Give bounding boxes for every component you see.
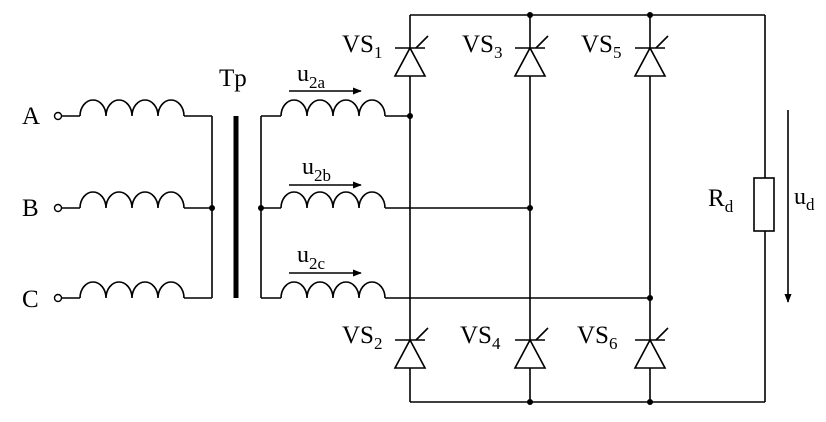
terminal-a xyxy=(53,111,63,121)
thyristor-vs6 xyxy=(633,327,669,369)
secondary-voltage-label-c: u2c xyxy=(297,242,326,273)
thyristor-label-vs6: VS6 xyxy=(577,322,617,353)
secondary-voltage-label-a: u2a xyxy=(297,61,326,92)
bridge-rails xyxy=(407,12,766,405)
thyristor-vs2 xyxy=(393,327,429,369)
thyristor-vs1 xyxy=(393,35,429,77)
output-voltage-label: ud xyxy=(794,184,815,214)
thyristor-label-vs3: VS3 xyxy=(462,31,502,62)
input-label-a: A xyxy=(22,103,40,130)
primary-winding-b xyxy=(53,191,212,213)
thyristor-label-vs2: VS2 xyxy=(342,322,382,353)
input-label-b: B xyxy=(22,195,39,222)
secondary-winding-a xyxy=(261,87,410,117)
secondary-star-point xyxy=(258,116,264,298)
thyristor-label-vs5: VS5 xyxy=(581,31,621,62)
input-label-c: C xyxy=(22,286,39,313)
transformer-label: Tp xyxy=(219,65,247,92)
secondary-winding-c xyxy=(261,269,650,299)
primary-star-point xyxy=(209,116,215,298)
load-resistor xyxy=(753,177,775,232)
thyristor-vs5 xyxy=(633,35,669,77)
secondary-winding-b xyxy=(261,181,530,209)
thyristor-label-vs4: VS4 xyxy=(460,322,501,353)
primary-winding-a xyxy=(53,99,212,121)
thyristor-vs4 xyxy=(513,327,549,369)
thyristor-label-vs1: VS1 xyxy=(342,31,382,62)
thyristor-vs3 xyxy=(513,35,549,77)
terminal-c xyxy=(53,293,63,303)
terminal-b xyxy=(53,203,63,213)
primary-winding-c xyxy=(53,281,212,303)
load-label: Rd xyxy=(708,185,734,216)
secondary-voltage-label-b: u2b xyxy=(302,154,331,185)
